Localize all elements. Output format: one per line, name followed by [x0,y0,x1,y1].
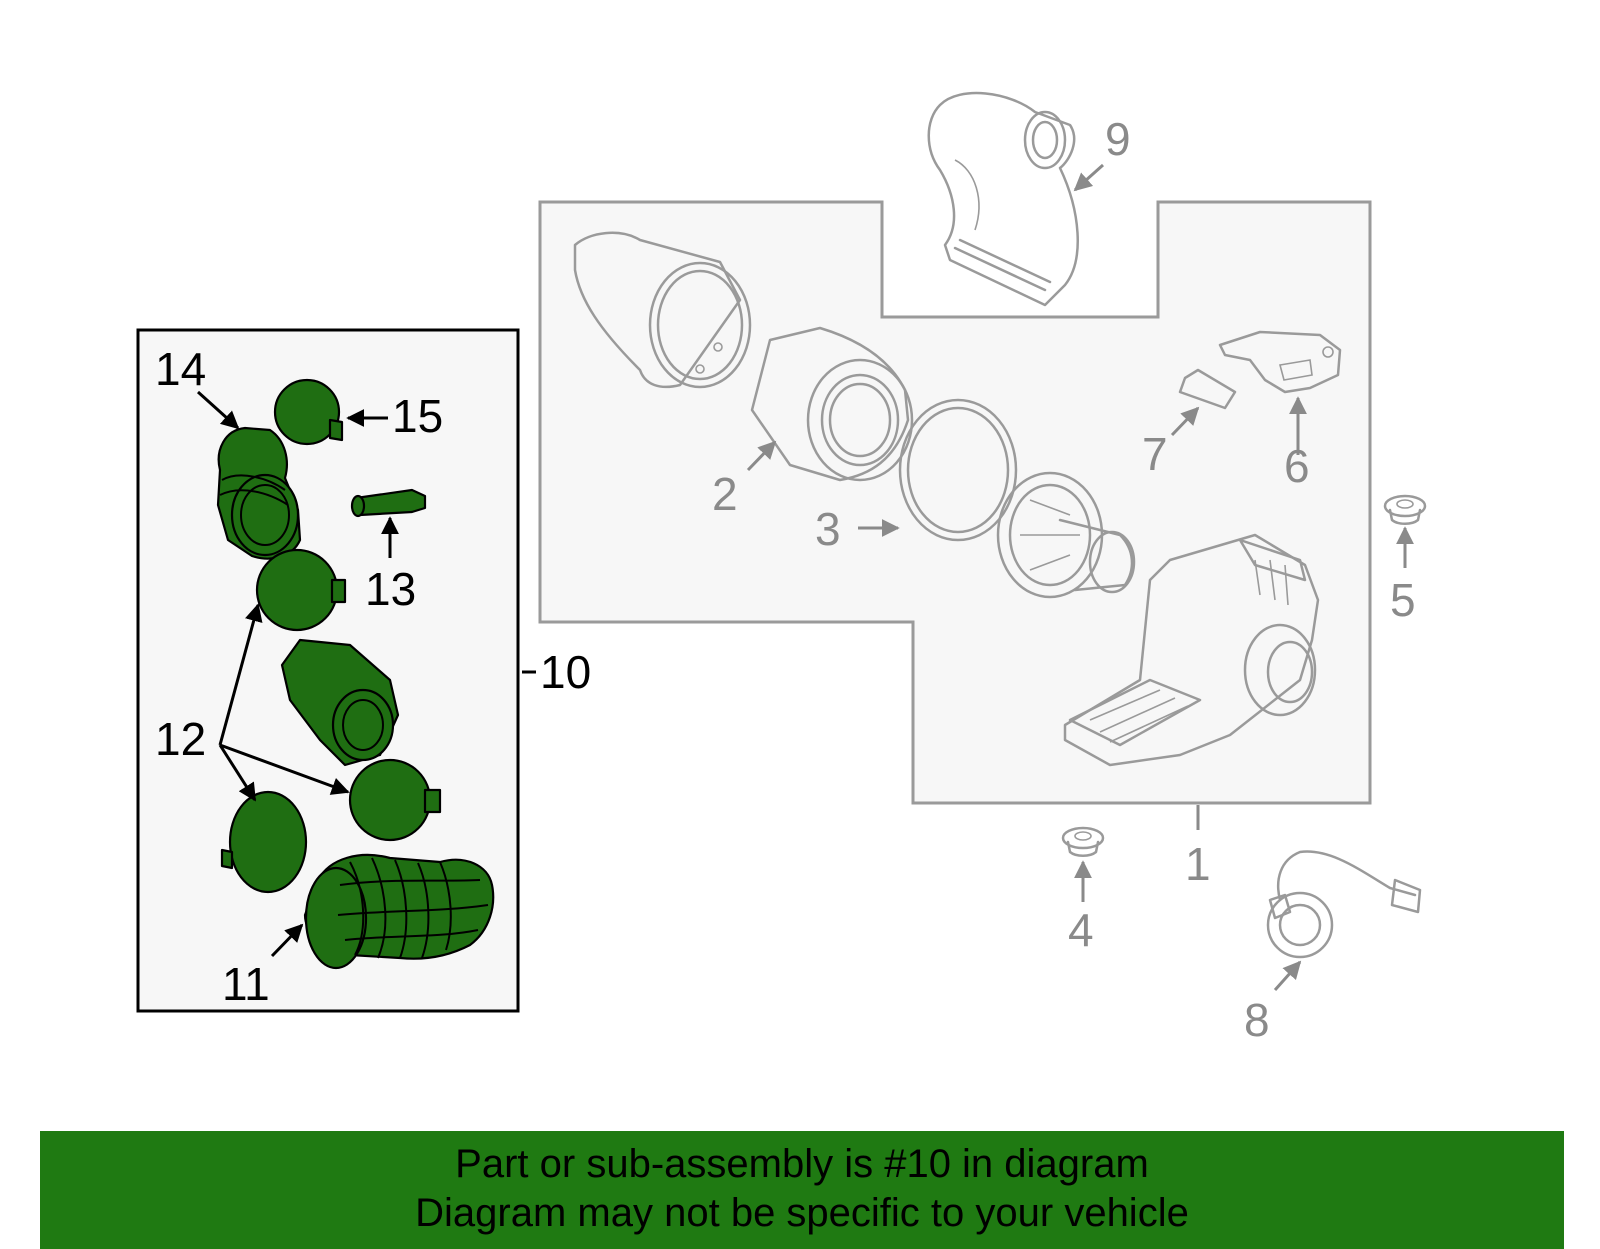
callout-1: 1 [1185,838,1211,890]
callout-4: 4 [1068,904,1094,956]
part-15-clamp [273,378,344,446]
part-2-air-cleaner [573,231,914,482]
part-resonator [280,638,400,767]
part-8-sensor [1266,850,1422,959]
callout-2: 2 [712,468,738,520]
part-housing-outlet [996,471,1136,599]
part-13-connector [350,488,427,518]
callout-14: 14 [155,343,206,395]
callout-11: 11 [222,958,270,1010]
part-6-bracket [1218,330,1342,394]
callout-12: 12 [155,713,206,765]
callout-5: 5 [1390,574,1416,626]
part-9-intake-duct [927,91,1079,307]
banner-line-1: Part or sub-assembly is #10 in diagram [455,1142,1149,1186]
part-12-clamp-lower-left [220,790,308,894]
part-5-grommet [1383,494,1427,525]
assembly-panel-1 [538,200,1372,805]
info-banner: Part or sub-assembly is #10 in diagram D… [40,1131,1564,1249]
callout-13: 13 [365,563,416,615]
part-1-air-box-lower [1063,533,1320,767]
part-4-grommet [1061,826,1105,857]
callout-15: 15 [392,390,443,442]
callout-10: 10 [540,646,591,698]
callout-3: 3 [815,503,841,555]
part-7-plug [1178,368,1237,410]
banner-line-2: Diagram may not be specific to your vehi… [415,1191,1189,1235]
part-3-seal-ring [898,398,1018,542]
callout-8: 8 [1244,994,1270,1046]
callout-6: 6 [1284,440,1310,492]
part-14-elbow-hose [216,426,302,560]
leader-lines [196,163,1414,991]
callout-7: 7 [1142,428,1168,480]
callout-9: 9 [1105,113,1131,165]
part-12-clamp-upper [255,548,347,632]
part-12-clamp-lower-right [348,758,442,842]
part-11-intake-hose [303,853,495,970]
